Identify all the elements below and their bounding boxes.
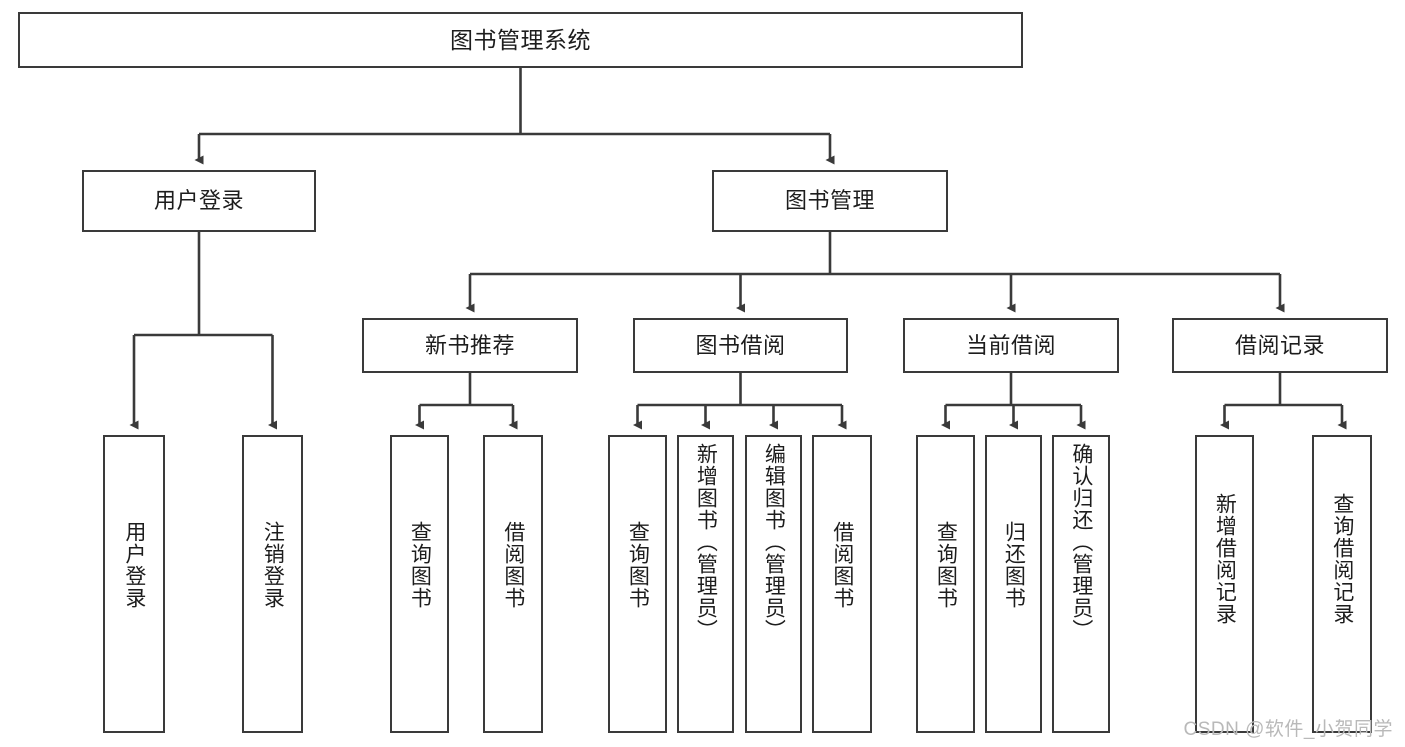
leaf-user-login[interactable]: 用户登录 [103,435,165,733]
node-new-book-rec[interactable]: 新书推荐 [362,318,578,373]
leaf-borrow-book-2-label: 借阅图书 [830,521,854,609]
node-user-login-label: 用户登录 [153,188,244,214]
leaf-add-book[interactable]: 新增图书（管理员） [677,435,734,733]
node-root-label: 图书管理系统 [450,26,591,53]
leaf-return-book[interactable]: 归还图书 [985,435,1042,733]
leaf-query-book-3[interactable]: 查询图书 [916,435,975,733]
leaf-edit-book[interactable]: 编辑图书（管理员） [745,435,802,733]
node-book-manage[interactable]: 图书管理 [712,170,948,232]
leaf-user-logout-label: 注销登录 [261,521,285,609]
leaf-add-book-label: 新增图书（管理员） [694,443,718,641]
node-borrow-record-label: 借阅记录 [1234,332,1325,358]
node-book-borrow-label: 图书借阅 [695,332,786,358]
leaf-add-record-label: 新增借阅记录 [1213,493,1237,625]
node-current-borrow-label: 当前借阅 [965,332,1056,358]
node-user-login[interactable]: 用户登录 [82,170,316,232]
leaf-borrow-book-1-label: 借阅图书 [501,521,525,609]
node-borrow-record[interactable]: 借阅记录 [1172,318,1388,373]
leaf-add-record[interactable]: 新增借阅记录 [1195,435,1254,733]
leaf-query-record[interactable]: 查询借阅记录 [1312,435,1372,733]
node-current-borrow[interactable]: 当前借阅 [903,318,1119,373]
leaf-user-logout[interactable]: 注销登录 [242,435,303,733]
leaf-return-book-label: 归还图书 [1002,521,1026,609]
leaf-confirm-return-label: 确认归还（管理员） [1069,443,1093,641]
leaf-query-book-2[interactable]: 查询图书 [608,435,667,733]
leaf-query-book-2-label: 查询图书 [626,521,650,609]
leaf-user-login-label: 用户登录 [122,521,146,609]
leaf-borrow-book-1[interactable]: 借阅图书 [483,435,543,733]
node-book-manage-label: 图书管理 [784,188,875,214]
node-root[interactable]: 图书管理系统 [18,12,1023,68]
leaf-borrow-book-2[interactable]: 借阅图书 [812,435,872,733]
watermark: CSDN @软件_小贺同学 [1183,719,1393,740]
leaf-query-book-3-label: 查询图书 [934,521,958,609]
leaf-query-record-label: 查询借阅记录 [1330,493,1354,625]
leaf-confirm-return[interactable]: 确认归还（管理员） [1052,435,1110,733]
node-book-borrow[interactable]: 图书借阅 [633,318,848,373]
node-new-book-rec-label: 新书推荐 [424,332,515,358]
leaf-edit-book-label: 编辑图书（管理员） [762,443,786,641]
leaf-query-book-1-label: 查询图书 [408,521,432,609]
leaf-query-book-1[interactable]: 查询图书 [390,435,449,733]
